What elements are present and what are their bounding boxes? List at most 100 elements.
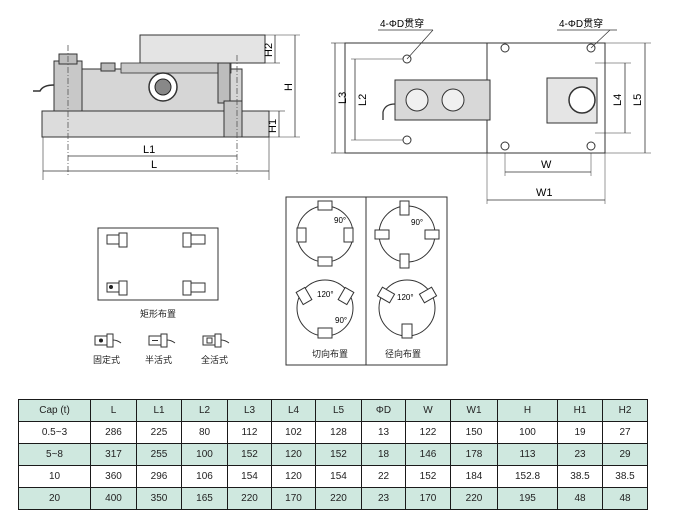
radial-layout-caption: 径向布置 [385, 349, 422, 359]
front-view-drawing: L1 L H2 H H1 [33, 34, 300, 180]
table-cell: 48 [602, 487, 648, 510]
header-cell: L5 [315, 399, 362, 422]
mount-type-legend-icons [94, 333, 230, 348]
top-plate [139, 34, 266, 64]
table-cell: 38.5 [557, 465, 603, 488]
table-cell: 27 [602, 421, 648, 444]
angle-label-2: 120° [317, 290, 334, 299]
table-cell: 184 [450, 465, 498, 488]
legend-semi-floating: 半活式 [145, 355, 173, 365]
header-cell: W [405, 399, 451, 422]
table-cell: 22 [361, 465, 406, 488]
header-cell: H2 [602, 399, 648, 422]
fixed-mount-icon [94, 333, 122, 348]
table-cell: 152.8 [497, 465, 558, 488]
table-header-row: Cap (t) L L1 L2 L3 L4 L5 ΦD W W1 H H1 H2 [18, 399, 648, 422]
table-cell: 128 [315, 421, 362, 444]
l1-label: L1 [143, 144, 155, 156]
table-cell: 152 [315, 443, 362, 466]
table-cell: 48 [557, 487, 603, 510]
table-row: 20 400 350 165 220 170 220 23 170 220 19… [18, 487, 648, 510]
semi-floating-mount-icon [148, 333, 176, 348]
table-cell: 38.5 [602, 465, 648, 488]
h2-label: H2 [263, 43, 275, 57]
table-cell: 286 [90, 421, 137, 444]
table-cell: 5~8 [18, 443, 91, 466]
table-cell: 10 [18, 465, 91, 488]
table-cell: 0.5~3 [18, 421, 91, 444]
table-cell: 255 [136, 443, 182, 466]
legend-fixed: 固定式 [93, 355, 121, 365]
legend-full-floating: 全活式 [201, 355, 229, 365]
hole-bottom-right-a [500, 141, 510, 151]
h-label: H [283, 83, 295, 91]
header-cell: L4 [271, 399, 316, 422]
l5-label: L5 [632, 94, 644, 106]
table-cell: 146 [405, 443, 451, 466]
table-cell: 13 [361, 421, 406, 444]
h1-label: H1 [267, 119, 279, 133]
l-label: L [151, 159, 157, 171]
table-cell: 19 [557, 421, 603, 444]
table-cell: 29 [602, 443, 648, 466]
header-cell: L3 [227, 399, 272, 422]
table-cell: 150 [450, 421, 498, 444]
through-hole-label-right: 4-ΦD贯穿 [559, 17, 603, 30]
table-cell: 296 [136, 465, 182, 488]
table-cell: 317 [90, 443, 137, 466]
table-cell: 220 [450, 487, 498, 510]
w1-label: W1 [536, 187, 553, 199]
table-cell: 225 [136, 421, 182, 444]
table-cell: 152 [227, 443, 272, 466]
table-cell: 360 [90, 465, 137, 488]
table-cell: 20 [18, 487, 91, 510]
table-cell: 154 [227, 465, 272, 488]
table-cell: 120 [271, 443, 316, 466]
hole-top-right-a [500, 43, 510, 53]
table-cell: 170 [271, 487, 316, 510]
table-cell: 178 [450, 443, 498, 466]
header-cell: H1 [557, 399, 603, 422]
table-cell: 113 [497, 443, 558, 466]
header-cell: H [497, 399, 558, 422]
table-cell: 120 [271, 465, 316, 488]
table-cell: 106 [181, 465, 228, 488]
angle-label-1: 90° [334, 216, 346, 225]
table-cell: 100 [497, 421, 558, 444]
table-cell: 23 [557, 443, 603, 466]
spec-table: Cap (t) L L1 L2 L3 L4 L5 ΦD W W1 H H1 H2… [18, 399, 648, 510]
header-cell: W1 [450, 399, 498, 422]
angle-label-3: 90° [335, 316, 347, 325]
l4-label: L4 [612, 94, 624, 106]
table-row: 5~8 317 255 100 152 120 152 18 146 178 1… [18, 443, 648, 466]
table-cell: 18 [361, 443, 406, 466]
table-cell: 122 [405, 421, 451, 444]
table-cell: 154 [315, 465, 362, 488]
table-cell: 165 [181, 487, 228, 510]
table-cell: 100 [181, 443, 228, 466]
table-cell: 400 [90, 487, 137, 510]
w-label: W [541, 159, 552, 171]
table-row: 0.5~3 286 225 80 112 102 128 13 122 150 … [18, 421, 648, 444]
header-cell: Cap (t) [18, 399, 91, 422]
table-cell: 195 [497, 487, 558, 510]
circular-layouts-diagram: 90° 120° 90° 90° 120° [285, 196, 448, 366]
top-view-drawing: 4-ΦD贯穿 4-ΦD贯穿 L3 L2 L4 L5 W W1 [331, 17, 651, 204]
table-cell: 220 [315, 487, 362, 510]
table-cell: 170 [405, 487, 451, 510]
table-cell: 80 [181, 421, 228, 444]
table-row: 10 360 296 106 154 120 154 22 152 184 15… [18, 465, 648, 488]
header-cell: L2 [181, 399, 228, 422]
table-cell: 350 [136, 487, 182, 510]
l3-label: L3 [337, 92, 349, 104]
rectangular-layout-diagram [97, 227, 219, 301]
table-cell: 220 [227, 487, 272, 510]
header-cell: ΦD [361, 399, 406, 422]
rectangular-layout-caption: 矩形布置 [140, 309, 177, 319]
table-cell: 102 [271, 421, 316, 444]
angle-label-4: 90° [411, 218, 423, 227]
full-floating-mount-icon [202, 333, 230, 348]
tangential-layout-caption: 切向布置 [312, 349, 349, 359]
table-cell: 112 [227, 421, 272, 444]
hole-bottom-left [402, 135, 412, 145]
